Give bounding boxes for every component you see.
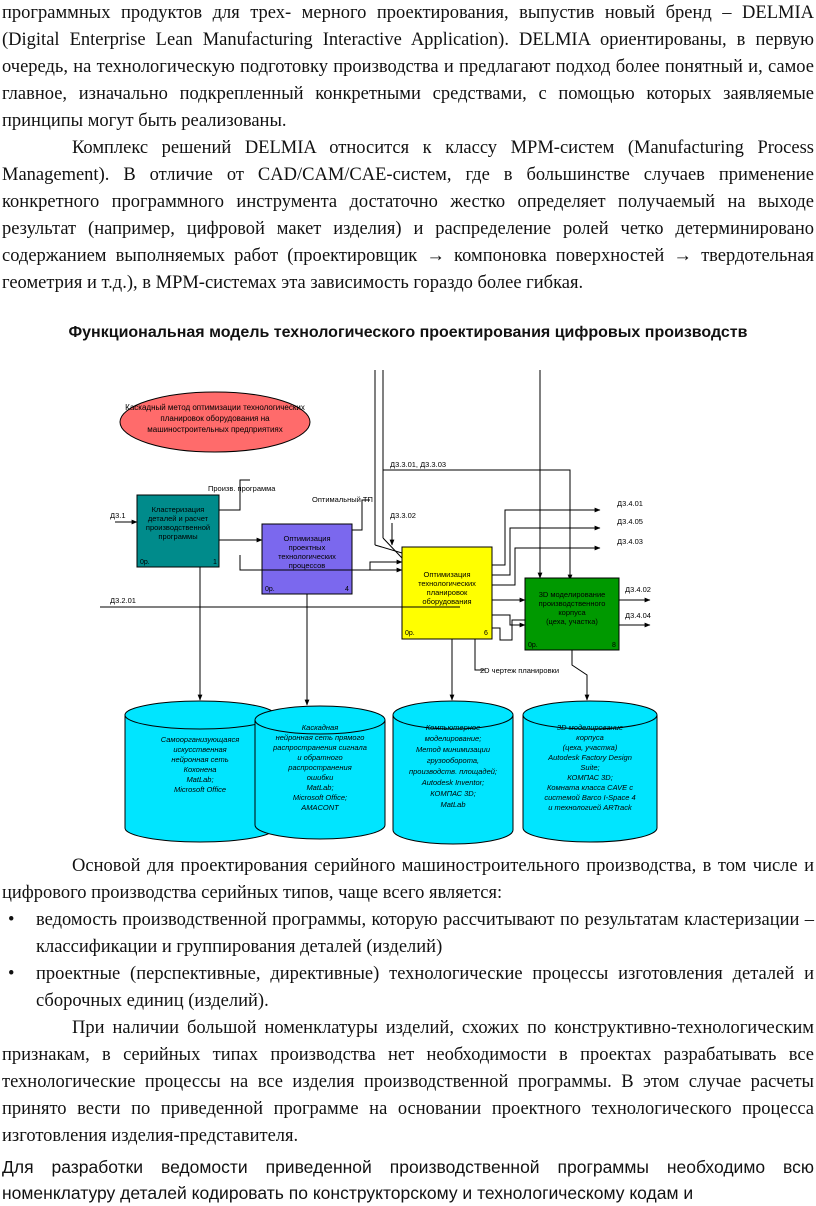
svg-text:0р.: 0р. [140, 559, 150, 566]
svg-text:Autodesk Inventor;: Autodesk Inventor; [421, 778, 485, 787]
text-block-middle: Основой для проектирования серийного маш… [2, 853, 814, 1150]
svg-text:MatLab;: MatLab; [186, 775, 213, 784]
label-d401: Д3.4.01 [617, 499, 643, 508]
label-d405: Д3.4.05 [617, 517, 643, 526]
bullet-list: •ведомость производственной программы, к… [2, 907, 814, 1015]
text-block-top: программных продуктов для трех- мерного … [2, 0, 814, 297]
svg-text:нейронная сеть: нейронная сеть [171, 755, 228, 764]
svg-text:искусственная: искусственная [173, 745, 226, 754]
svg-text:КОМПАС 3D;: КОМПАС 3D; [567, 773, 613, 782]
svg-text:Каскадная: Каскадная [302, 723, 339, 732]
ellipse-line-3: машиностроительных предприятиях [147, 425, 283, 434]
svg-text:0р.: 0р. [265, 586, 275, 593]
svg-text:корпуса: корпуса [576, 733, 604, 742]
svg-text:технологических: технологических [278, 552, 336, 561]
svg-text:процессов: процессов [289, 561, 326, 570]
svg-text:производственного: производственного [539, 599, 606, 608]
svg-text:(цеха, участка): (цеха, участка) [563, 743, 618, 752]
tool-cylinder-4: 3D моделирование корпуса (цеха, участка)… [522, 700, 658, 843]
svg-text:Microsoft Office;: Microsoft Office; [293, 793, 347, 802]
functional-model-diagram: Каскадный метод оптимизации технологичес… [100, 370, 658, 845]
svg-text:грузооборота,: грузооборота, [427, 756, 479, 765]
svg-text:0р.: 0р. [405, 630, 415, 637]
text-block-bottom: Для разработки ведомости приведенной про… [2, 1154, 814, 1206]
svg-text:3D моделирование: 3D моделирование [539, 590, 606, 599]
svg-text:(цеха, участка): (цеха, участка) [546, 617, 598, 626]
svg-text:Оптимизация: Оптимизация [423, 570, 470, 579]
svg-text:Кластеризация: Кластеризация [152, 505, 205, 514]
method-ellipse: Каскадный метод оптимизации технологичес… [119, 391, 311, 453]
svg-text:Комната класса CAVE с: Комната класса CAVE с [547, 783, 633, 792]
svg-text:1: 1 [213, 559, 217, 566]
svg-text:КОМПАС 3D;: КОМПАС 3D; [430, 789, 476, 798]
svg-text:Самоорганизующаяся: Самоорганизующаяся [161, 735, 239, 744]
list-item: •проектные (перспективные, директивные) … [2, 961, 814, 1015]
label-d302: Д3.3.02 [390, 511, 416, 520]
label-program: Произв. программа [208, 484, 276, 493]
svg-text:нейронная сеть прямого: нейронная сеть прямого [276, 733, 365, 742]
process-box-clustering: Кластеризация деталей и расчет производс… [136, 494, 220, 568]
bullet-icon: • [8, 910, 15, 930]
tool-cylinder-1: Самоорганизующаяся искусственная нейронн… [124, 700, 276, 843]
svg-text:производственной: производственной [146, 523, 210, 532]
paragraph-coding: Для разработки ведомости приведенной про… [2, 1157, 814, 1203]
list-item: •ведомость производственной программы, к… [2, 907, 814, 961]
label-optimal-tp: Оптимальный ТП [312, 495, 373, 504]
flow-labels: Д3.1 Д3.2.01 Произв. программа Оптимальн… [110, 460, 651, 675]
svg-text:Кохонена: Кохонена [184, 765, 217, 774]
svg-text:MatLab: MatLab [440, 800, 465, 809]
tool-cylinder-2: Каскадная нейронная сеть прямого распрос… [254, 705, 386, 840]
label-d404: Д3.4.04 [625, 611, 651, 620]
svg-text:MatLab;: MatLab; [306, 783, 333, 792]
svg-text:0р.: 0р. [528, 642, 538, 649]
label-d301: Д3.3.01, Д3.3.03 [390, 460, 446, 469]
svg-text:программы: программы [158, 532, 197, 541]
svg-text:Оптимизация: Оптимизация [283, 534, 330, 543]
svg-text:и технологией ARTrack: и технологией ARTrack [548, 803, 633, 812]
ellipse-line-2: планировок оборудования на [160, 414, 270, 423]
svg-text:производств. площадей;: производств. площадей; [409, 767, 497, 776]
diagram-heading: Функциональная модель технологического п… [68, 324, 748, 341]
svg-text:AMACONT: AMACONT [300, 803, 340, 812]
svg-text:распространения: распространения [287, 763, 351, 772]
svg-text:Компьютерное: Компьютерное [426, 723, 481, 732]
bullet-icon: • [8, 964, 15, 984]
svg-text:3D моделирование: 3D моделирование [557, 723, 623, 732]
label-2d-drawing: 2D чертеж планировки [480, 666, 559, 675]
flow-arrows [100, 455, 651, 706]
paragraph-mpm: Комплекс решений DELMIA относится к клас… [2, 138, 814, 293]
paragraph-basis: Основой для проектирования серийного маш… [2, 856, 814, 903]
svg-text:планировок: планировок [427, 588, 468, 597]
svg-text:Suite;: Suite; [580, 763, 599, 772]
label-d31: Д3.1 [110, 511, 126, 520]
control-lines [374, 370, 573, 581]
tool-cylinder-3: Компьютерное моделирование; Метод миними… [392, 700, 514, 845]
paragraph-delmia: программных продуктов для трех- мерного … [2, 3, 814, 131]
svg-text:6: 6 [484, 630, 488, 637]
process-box-3d-modeling: 3D моделирование производственного корпу… [524, 577, 620, 651]
svg-text:Microsoft Office: Microsoft Office [174, 785, 226, 794]
svg-text:системой Barco I-Space 4: системой Barco I-Space 4 [544, 793, 635, 802]
process-box-layout-optimization: Оптимизация технологических планировок о… [401, 546, 493, 640]
paragraph-nomenclature: При наличии большой номенклатуры изделий… [2, 1018, 814, 1146]
svg-text:Autodesk Factory Design: Autodesk Factory Design [547, 753, 632, 762]
svg-text:4: 4 [345, 586, 349, 593]
process-box-tp-optimization: Оптимизация проектных технологических пр… [261, 523, 353, 595]
svg-text:Метод минимизации: Метод минимизации [416, 745, 491, 754]
svg-text:технологических: технологических [418, 579, 476, 588]
svg-text:и обратного: и обратного [297, 753, 342, 762]
svg-text:распространения сигнала: распространения сигнала [272, 743, 367, 752]
svg-text:8: 8 [612, 642, 616, 649]
svg-text:деталей и расчет: деталей и расчет [148, 514, 209, 523]
svg-text:проектных: проектных [289, 543, 326, 552]
svg-text:ошибки: ошибки [307, 773, 334, 782]
svg-text:корпуса: корпуса [558, 608, 586, 617]
label-d403: Д3.4.03 [617, 537, 643, 546]
label-d201: Д3.2.01 [110, 596, 136, 605]
ellipse-line-1: Каскадный метод оптимизации технологичес… [125, 403, 305, 412]
svg-text:моделирование;: моделирование; [425, 734, 482, 743]
svg-text:оборудования: оборудования [422, 597, 471, 606]
label-d402: Д3.4.02 [625, 585, 651, 594]
